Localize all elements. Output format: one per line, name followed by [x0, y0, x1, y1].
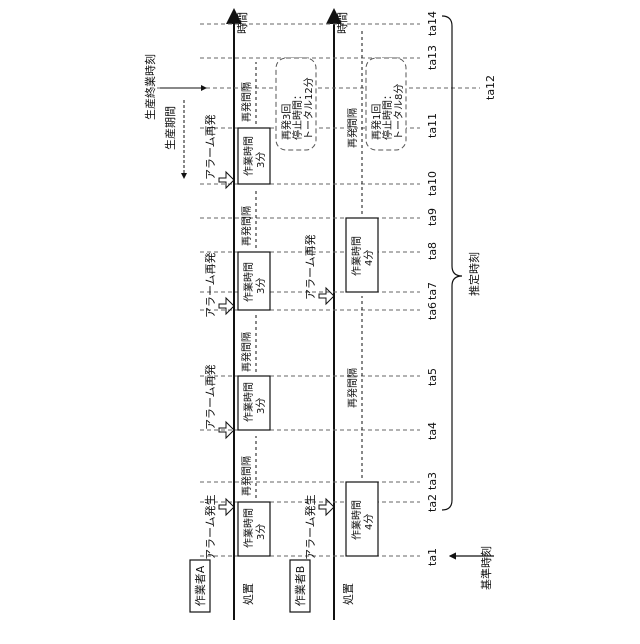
tick-label: ta10	[426, 171, 439, 196]
alarm-arrow-a4	[219, 172, 234, 188]
alarm-arrow-b1	[319, 499, 334, 515]
estimated-label: 推定時刻	[467, 252, 481, 296]
tick-label: ta8	[426, 242, 439, 260]
work-block-a1-line2: 3分	[255, 524, 267, 540]
interval-a4-label: 再発間隔	[240, 82, 253, 122]
tick-label: ta12	[484, 75, 497, 100]
note-b-line2: 停止時間：	[381, 90, 394, 140]
alarm-arrow-a3	[219, 298, 234, 314]
time-axis-a-label: 時間	[236, 12, 249, 34]
alarm-reoccurred-a3: アラーム再発	[203, 114, 217, 180]
work-block-a4-line1: 作業時間	[242, 136, 255, 176]
alarm-arrow-a1	[219, 499, 234, 515]
note-a-line1: 再発3回	[280, 104, 293, 140]
production-end-label: 生産終業時刻	[143, 54, 157, 120]
work-block-a2-line1: 作業時間	[242, 382, 255, 422]
alarm-arrow-b2	[319, 288, 334, 304]
worker-a-label: 作業者A	[194, 565, 207, 606]
work-block-a2-line2: 3分	[255, 398, 267, 414]
work-block-b1-line1: 作業時間	[350, 500, 363, 540]
interval-a2-label: 再発間隔	[240, 332, 253, 372]
tick-label: ta13	[426, 45, 439, 70]
tick-labels: ta1 ta2 ta3 ta4 ta5 ta6 ta7 ta8 ta9 ta10…	[426, 11, 497, 566]
work-block-b2-line2: 4分	[363, 250, 375, 266]
alarm-reoccurred-a1: アラーム再発	[203, 364, 217, 430]
tick-label: ta4	[426, 422, 439, 440]
interval-a1-label: 再発間隔	[240, 456, 253, 496]
tick-label: ta14	[426, 11, 439, 36]
note-b-line1: 再発1回	[370, 104, 383, 140]
alarm-occurred-b: アラーム発生	[303, 494, 317, 560]
tick-label: ta7	[426, 282, 439, 300]
process-b-label: 処置	[342, 583, 355, 605]
note-a-line2: 停止時間：	[291, 90, 304, 140]
work-block-a3-line1: 作業時間	[242, 262, 255, 302]
alarm-occurred-a: アラーム発生	[203, 494, 217, 560]
alarm-reoccurred-b1: アラーム再発	[303, 234, 317, 300]
work-block-a3-line2: 3分	[255, 278, 267, 294]
time-axis-b-label: 時間	[336, 12, 349, 34]
work-block-b2-line1: 作業時間	[350, 236, 363, 276]
reference-label: 基準時刻	[479, 546, 493, 590]
tick-label: ta2	[426, 494, 439, 512]
tick-label: ta11	[426, 113, 439, 138]
interval-a3-label: 再発間隔	[240, 206, 253, 246]
note-b-line3: トータル8分	[393, 84, 405, 140]
production-period-label: 生産期間	[163, 106, 177, 150]
interval-b2-label: 再発間隔	[346, 108, 359, 148]
tick-label: ta3	[426, 472, 439, 490]
work-block-a4-line2: 3分	[255, 152, 267, 168]
alarm-reoccurred-a2: アラーム再発	[203, 252, 217, 318]
tick-label: ta1	[426, 548, 439, 566]
estimated-brace	[442, 16, 462, 510]
tick-label: ta5	[426, 368, 439, 386]
tick-label: ta6	[426, 302, 439, 320]
work-block-a1-line1: 作業時間	[242, 508, 255, 548]
note-a-line3: トータル12分	[303, 77, 315, 140]
work-block-b1-line2: 4分	[363, 514, 375, 530]
interval-b1-label: 再発間隔	[346, 368, 359, 408]
tick-label: ta9	[426, 208, 439, 226]
worker-b-label: 作業者B	[294, 566, 307, 607]
process-a-label: 処置	[242, 583, 255, 605]
